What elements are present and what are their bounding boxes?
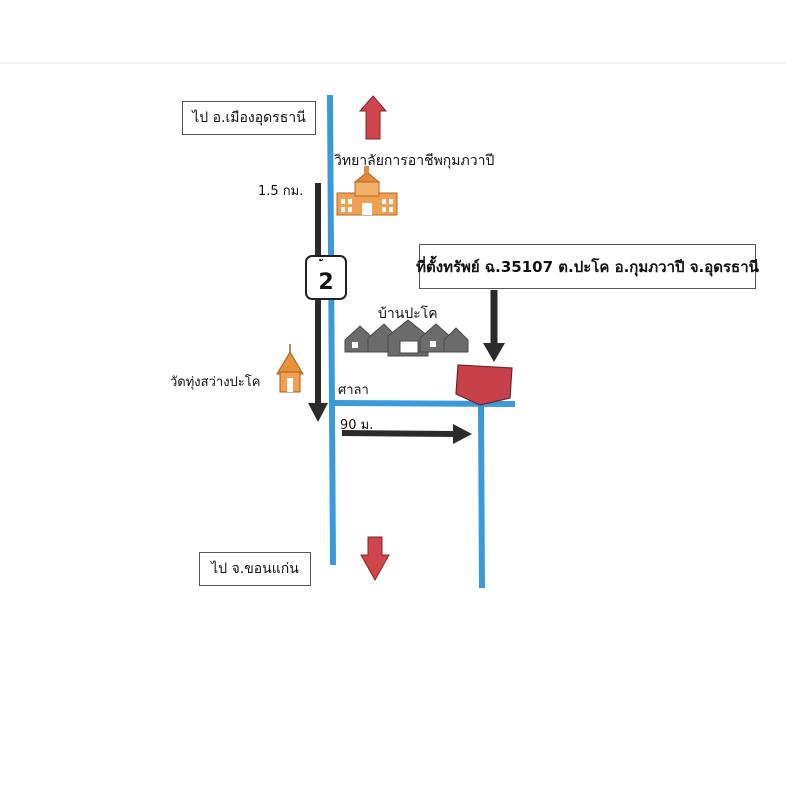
right-arrowhead-icon [453, 424, 472, 444]
pointer-arrowhead-icon [483, 343, 505, 362]
village-label: บ้านปะโค [378, 306, 438, 322]
north-arrow-icon [358, 95, 388, 140]
property-location-label: ที่ตั้งทรัพย์ ฉ.35107 ต.ปะโค อ.กุมภวาปี … [416, 257, 759, 276]
property-parcel [455, 364, 513, 406]
distance-arrow-right [341, 430, 456, 437]
south-destination-label: ไป จ.ขอนแก่น [211, 561, 299, 577]
village-houses-icon [344, 319, 469, 357]
property-location-box: ที่ตั้งทรัพย์ ฉ.35107 ต.ปะโค อ.กุมภวาปี … [416, 244, 759, 289]
sala-label: ศาลา [338, 383, 369, 398]
college-building-icon [336, 166, 398, 216]
south-destination-box: ไป จ.ขอนแก่น [199, 552, 311, 586]
temple-icon [276, 344, 304, 393]
main-road [327, 94, 336, 566]
north-destination-label: ไป อ.เมืองอุดรธานี [192, 110, 306, 126]
down-arrowhead-icon [308, 403, 328, 422]
north-destination-box: ไป อ.เมืองอุดรธานี [182, 101, 316, 135]
south-arrow-icon [360, 536, 390, 582]
temple-label: วัดทุ่งสว่างปะโค [170, 375, 261, 390]
route-2-sign-icon: ั 2 [305, 255, 347, 300]
branch-road [478, 403, 485, 589]
college-label: วิทยาลัยการอาชีพกุมภวาปี [334, 153, 495, 169]
route-number-label: 2 [318, 270, 334, 295]
distance-2-label: 90 ม. [340, 418, 374, 433]
distance-1-label: 1.5 กม. [258, 184, 304, 199]
